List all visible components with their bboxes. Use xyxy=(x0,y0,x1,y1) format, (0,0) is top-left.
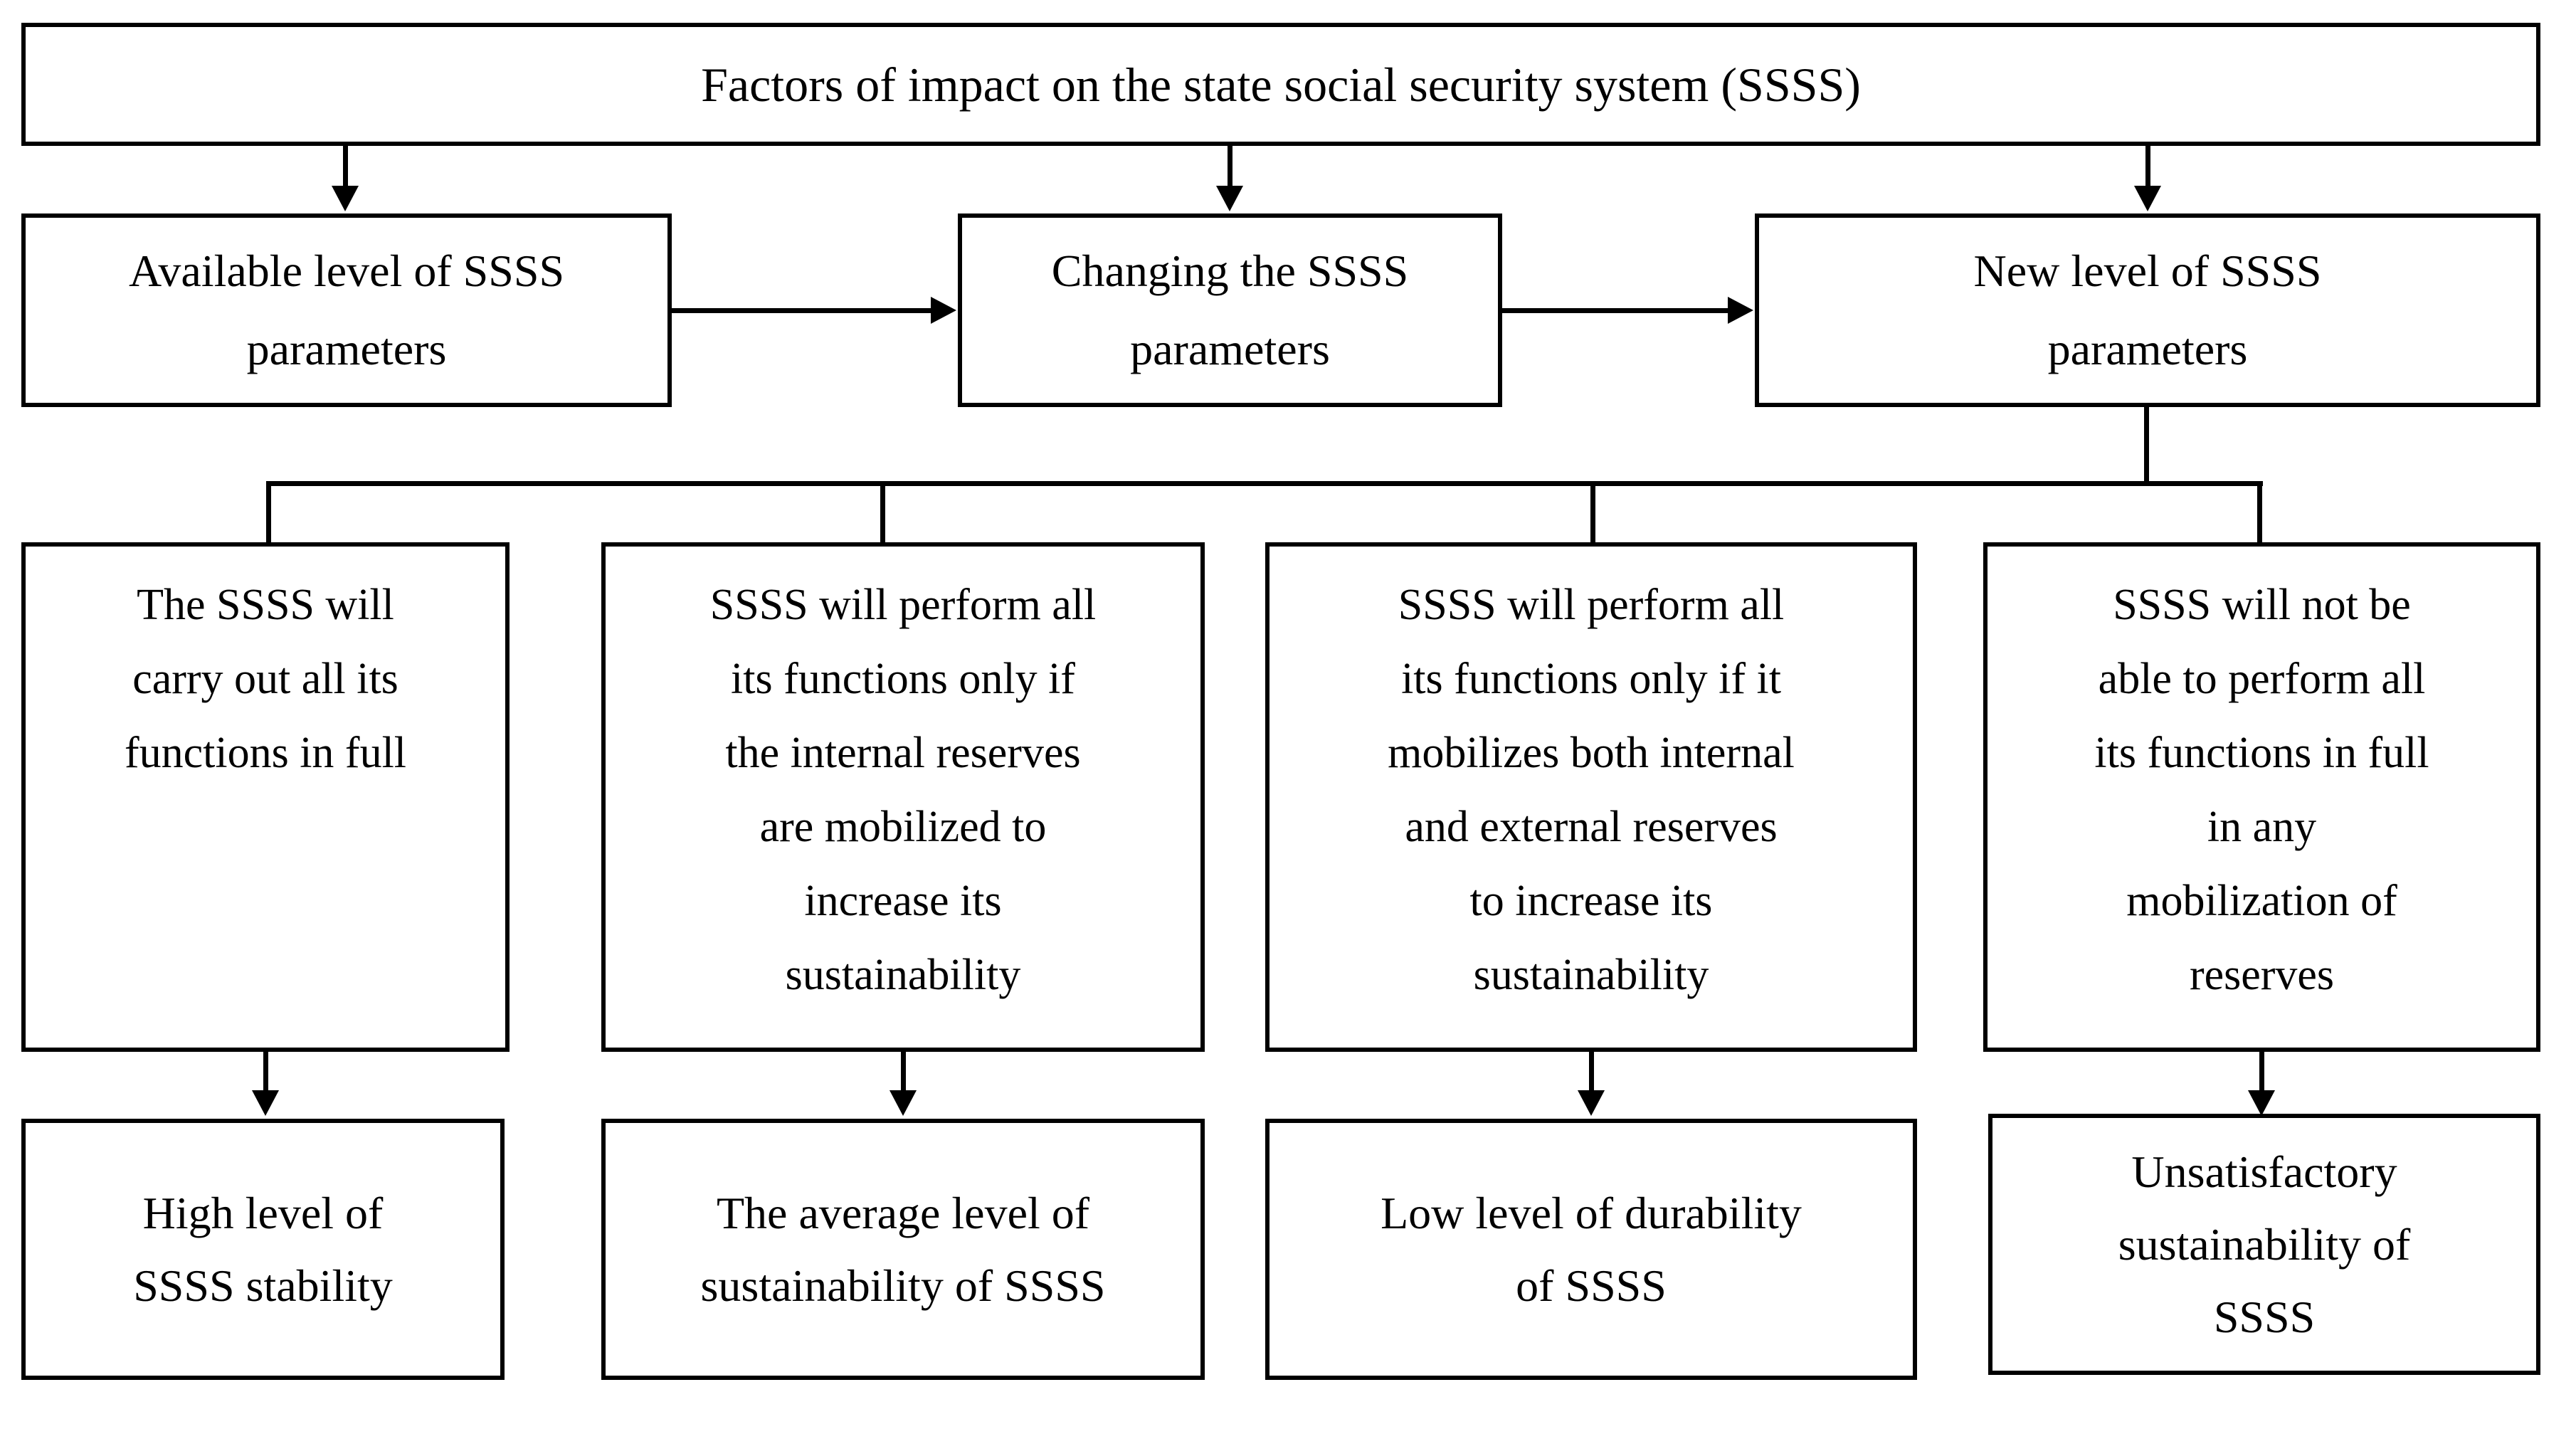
box-text-line: High level of xyxy=(142,1187,384,1238)
box-text-line: SSSS will perform all xyxy=(1398,581,1785,629)
arrowhead-right-icon xyxy=(931,297,956,324)
box-text-line: its functions only if it xyxy=(1401,655,1781,703)
box-text-line: increase its xyxy=(804,877,1002,925)
arrowhead-down-icon xyxy=(1578,1090,1605,1116)
line-drop-to-outcome-1 xyxy=(266,481,271,545)
box-text-line: Available level of SSSS xyxy=(128,246,565,296)
box-available-level: Available level of SSSS parameters xyxy=(21,213,672,407)
box-text-line: its functions only if xyxy=(731,655,1075,703)
box-outcome-full-functions: The SSSS will carry out all its function… xyxy=(21,542,510,1052)
arrow-shaft-factors-to-available xyxy=(343,146,348,187)
box-text-line: SSSS will not be xyxy=(2113,581,2411,629)
box-text-line: are mobilized to xyxy=(759,803,1047,851)
box-text-line: its functions in full xyxy=(2094,729,2429,777)
arrow-shaft-factors-to-new-level xyxy=(2145,146,2150,187)
arrowhead-down-icon xyxy=(1216,186,1243,211)
box-text-line: sustainability of SSSS xyxy=(700,1260,1106,1311)
box-text-line: Low level of durability xyxy=(1381,1187,1802,1238)
box-text-line: the internal reserves xyxy=(725,729,1081,777)
box-text-line: sustainability xyxy=(1473,951,1709,999)
box-text-line: SSSS will perform all xyxy=(709,581,1097,629)
arrowhead-down-icon xyxy=(2248,1090,2275,1116)
arrowhead-right-icon xyxy=(1728,297,1753,324)
arrowhead-down-icon xyxy=(2134,186,2161,211)
arrow-shaft-available-to-changing xyxy=(672,308,932,313)
box-average-sustainability: The average level of sustainability of S… xyxy=(601,1119,1205,1380)
arrow-shaft-outcome1-to-result1 xyxy=(263,1052,268,1092)
box-text-line: of SSSS xyxy=(1516,1260,1667,1311)
box-text-line: parameters xyxy=(2047,324,2248,374)
box-outcome-cannot-perform: SSSS will not be able to perform all its… xyxy=(1983,542,2540,1052)
box-changing-parameters: Changing the SSSS parameters xyxy=(958,213,1502,407)
box-outcome-both-reserves: SSSS will perform all its functions only… xyxy=(1265,542,1917,1052)
box-text-line: mobilization of xyxy=(2126,877,2397,925)
arrow-shaft-outcome2-to-result2 xyxy=(901,1052,906,1092)
box-text-line: reserves xyxy=(2189,951,2335,999)
box-text-line: The average level of xyxy=(716,1187,1090,1238)
box-text-line: SSSS stability xyxy=(133,1260,393,1311)
box-low-durability: Low level of durability of SSSS xyxy=(1265,1119,1917,1380)
box-text-line: carry out all its xyxy=(132,655,398,703)
box-text-line: sustainability xyxy=(785,951,1021,999)
box-text-line: parameters xyxy=(1130,324,1330,374)
line-drop-to-outcome-3 xyxy=(1590,481,1595,545)
box-text-line: and external reserves xyxy=(1405,803,1778,851)
arrow-shaft-outcome3-to-result3 xyxy=(1589,1052,1594,1092)
line-distributor xyxy=(266,481,2263,486)
box-text-line: SSSS xyxy=(2213,1291,2316,1342)
box-text-line: The SSSS will xyxy=(137,581,394,629)
box-text-line: mobilizes both internal xyxy=(1388,729,1795,777)
line-new-level-drop xyxy=(2144,407,2149,485)
arrowhead-down-icon xyxy=(252,1090,279,1116)
arrowhead-down-icon xyxy=(890,1090,917,1116)
line-drop-to-outcome-4 xyxy=(2257,481,2262,545)
arrow-shaft-outcome4-to-result4 xyxy=(2259,1052,2264,1092)
box-text-line: sustainability of xyxy=(2118,1218,2411,1270)
box-title-text: Factors of impact on the state social se… xyxy=(701,57,1861,112)
box-text-line: Unsatisfactory xyxy=(2131,1146,2397,1197)
arrow-shaft-factors-to-changing xyxy=(1228,146,1232,187)
box-factors-of-impact: Factors of impact on the state social se… xyxy=(21,23,2540,146)
box-high-stability: High level of SSSS stability xyxy=(21,1119,505,1380)
box-new-level: New level of SSSS parameters xyxy=(1755,213,2540,407)
arrow-shaft-changing-to-new-level xyxy=(1502,308,1729,313)
box-text-line: to increase its xyxy=(1469,877,1713,925)
box-text-line: functions in full xyxy=(124,729,407,777)
box-text-line: able to perform all xyxy=(2098,655,2426,703)
arrowhead-down-icon xyxy=(332,186,359,211)
box-outcome-internal-reserves: SSSS will perform all its functions only… xyxy=(601,542,1205,1052)
box-unsatisfactory-sustainability: Unsatisfactory sustainability of SSSS xyxy=(1988,1114,2540,1375)
box-text-line: Changing the SSSS xyxy=(1051,246,1409,296)
box-text-line: in any xyxy=(2207,803,2317,851)
line-drop-to-outcome-2 xyxy=(880,481,885,545)
box-text-line: New level of SSSS xyxy=(1973,246,2322,296)
box-text-line: parameters xyxy=(246,324,447,374)
